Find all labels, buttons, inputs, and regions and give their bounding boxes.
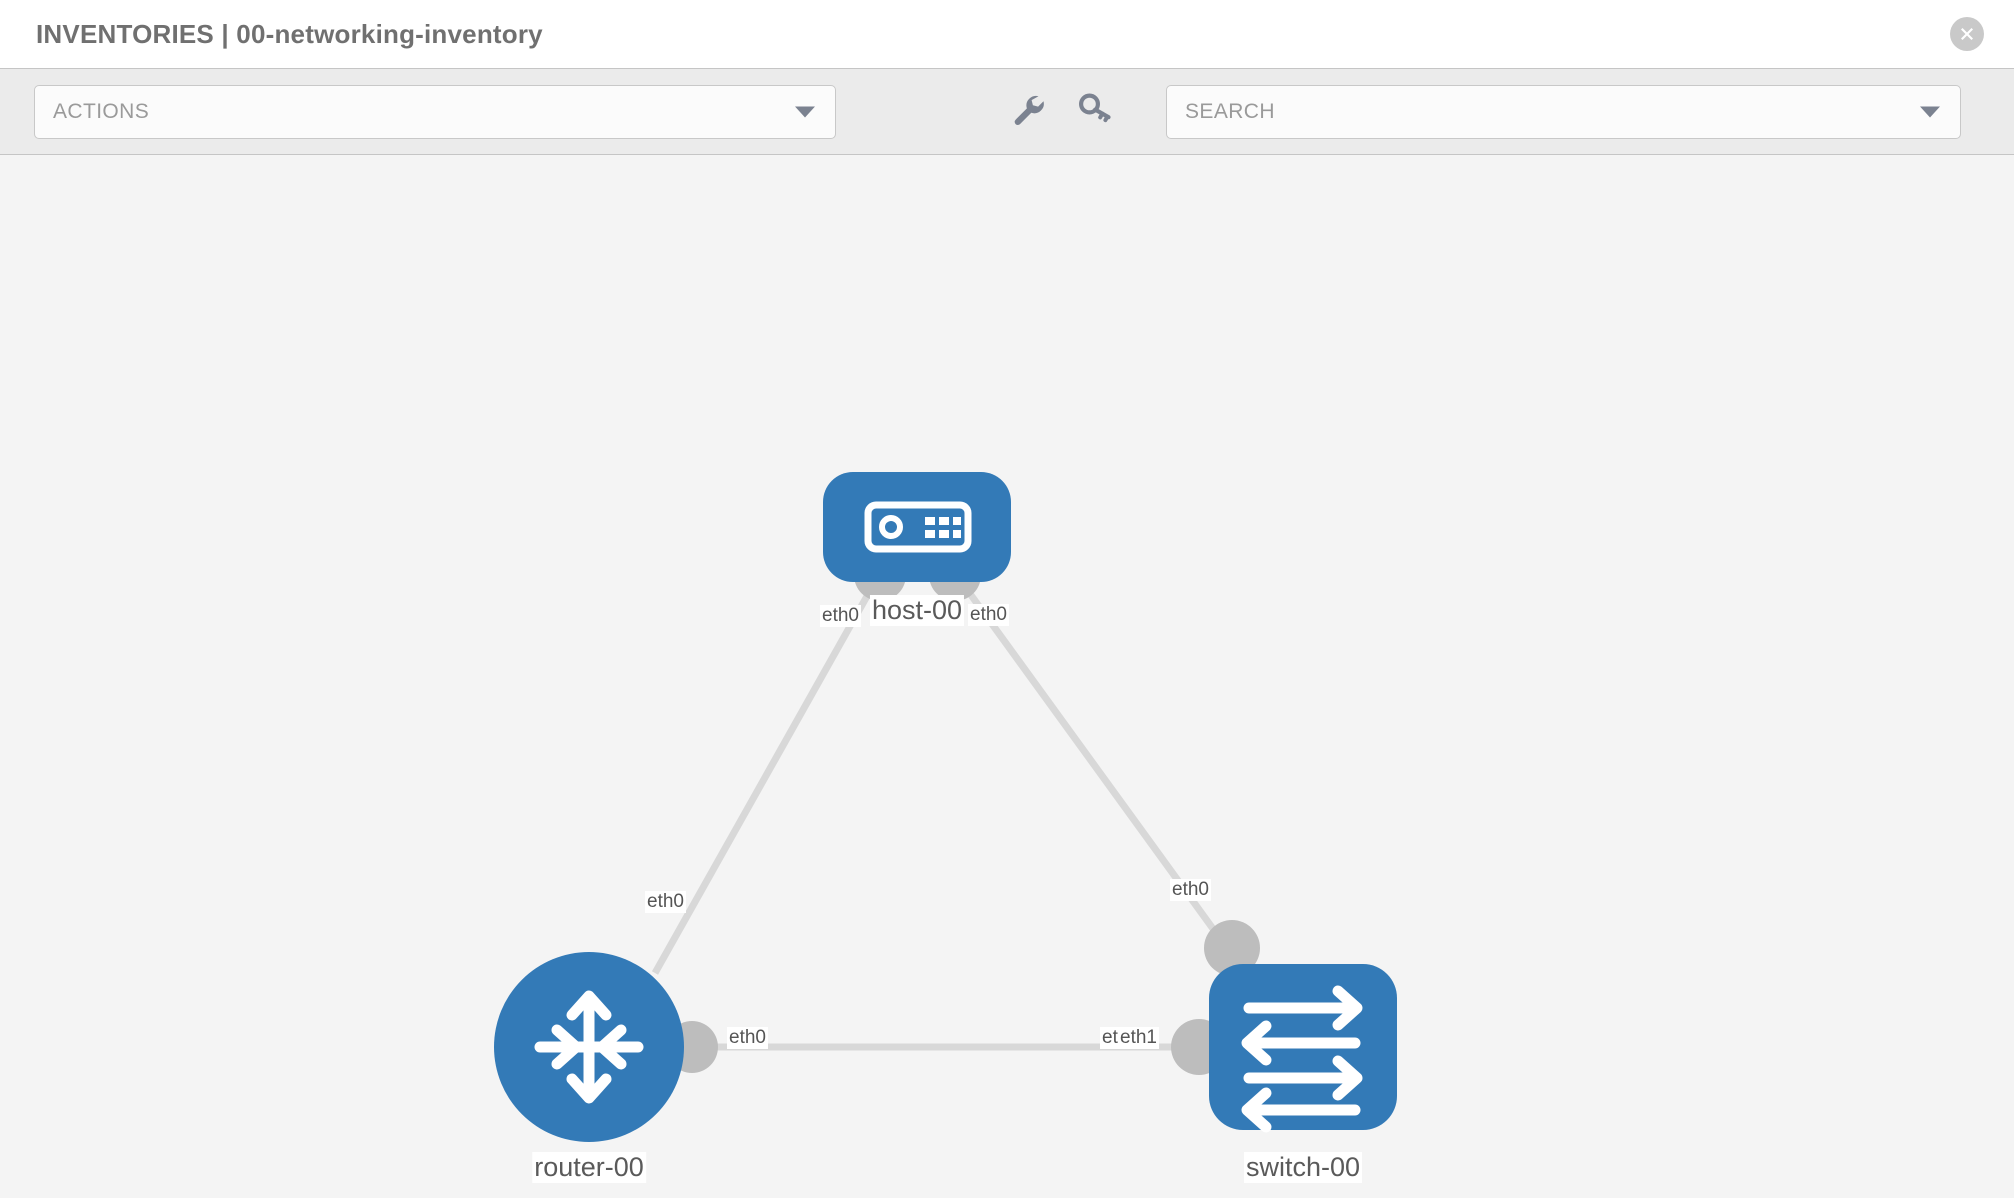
node-label-router-00: router-00 xyxy=(532,1152,646,1184)
node-switch-00[interactable] xyxy=(1209,964,1397,1133)
node-label-host-00: host-00 xyxy=(869,595,965,627)
node-label-switch-00: switch-00 xyxy=(1243,1152,1363,1184)
toolbar-icon-group xyxy=(1008,90,1114,133)
toolbar: ACTIONS SEARCH xyxy=(0,68,2014,155)
actions-dropdown[interactable]: ACTIONS xyxy=(34,84,836,139)
interface-label-router00-eth0-up: eth0 xyxy=(645,891,686,913)
close-icon[interactable] xyxy=(1950,17,1984,51)
connector-nub[interactable] xyxy=(1204,920,1260,976)
node-router-00[interactable] xyxy=(494,952,684,1142)
interface-label-switch00-eth0-up: eth0 xyxy=(1170,879,1211,901)
actions-dropdown-label: ACTIONS xyxy=(53,99,150,123)
chevron-down-icon xyxy=(795,106,815,117)
search-input[interactable]: SEARCH xyxy=(1185,99,1275,123)
node-host-00[interactable] xyxy=(823,472,1011,582)
interface-label-router00-eth0: eth0 xyxy=(727,1027,768,1049)
wrench-icon[interactable] xyxy=(1008,90,1046,133)
page-header: INVENTORIES | 00-networking-inventory xyxy=(0,0,2014,68)
interface-label-host00-eth0-left: eth0 xyxy=(820,605,861,627)
interface-label-host00-eth0-right: eth0 xyxy=(968,604,1009,626)
page-title: INVENTORIES | 00-networking-inventory xyxy=(36,18,543,49)
topology-graph xyxy=(494,472,1397,1142)
interface-label-switch00-eth1: eth1 xyxy=(1118,1027,1159,1049)
chevron-down-icon[interactable] xyxy=(1920,106,1940,117)
search-box[interactable]: SEARCH xyxy=(1166,84,1961,139)
key-icon[interactable] xyxy=(1076,90,1114,133)
topology-canvas[interactable]: host-00 router-00 switch-00 eth0 eth0 et… xyxy=(0,155,2014,1198)
link-host00-router00[interactable] xyxy=(651,571,884,975)
